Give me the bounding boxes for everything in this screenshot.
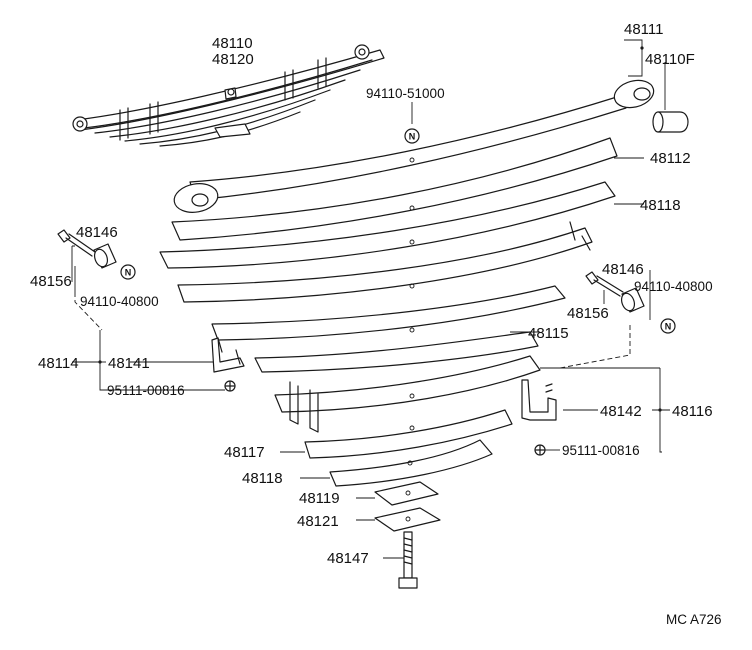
label-48111: 48111 [624, 21, 664, 38]
notice-mark-left: N [120, 264, 136, 280]
bushing-48146-right [620, 287, 645, 313]
bolt-48156-right [585, 271, 624, 297]
notice-mark-label: N [665, 322, 672, 332]
main-leaf [173, 79, 655, 213]
label-48146-left: 48146 [76, 224, 118, 241]
leaf-48118-upper [159, 181, 616, 269]
leaf-48117 [304, 409, 513, 459]
leaf-48112 [171, 137, 618, 241]
leaf-middle-2 [254, 331, 539, 373]
bushing-48146-left [93, 243, 117, 269]
label-48156-right: 48156 [567, 305, 609, 322]
shackle-48142 [521, 379, 557, 421]
notice-mark-top: N [404, 128, 420, 144]
plate-48121 [374, 507, 441, 532]
label-48112: 48112 [650, 150, 691, 167]
bolt-48156-left [57, 229, 96, 257]
label-48142: 48142 [600, 403, 642, 420]
label-48147: 48147 [327, 550, 369, 567]
notice-mark-label: N [409, 132, 416, 142]
leaf-48118-lower [329, 439, 493, 487]
label-48116: 48116 [672, 403, 713, 420]
label-94110-51000: 94110-51000 [366, 86, 445, 101]
label-48120: 48120 [212, 51, 254, 68]
leader-dot [640, 46, 644, 50]
label-95111-00816-right: 95111-00816 [562, 443, 640, 458]
bolt-95111-left [224, 380, 236, 392]
figure-code: MC A726 [666, 612, 722, 627]
label-48119: 48119 [299, 490, 340, 507]
label-94110-40800-left: 94110-40800 [80, 294, 159, 309]
bushing-48110F [652, 111, 689, 133]
leaf-lower-clip [274, 355, 541, 413]
label-48115: 48115 [528, 325, 569, 342]
label-48118-lower: 48118 [242, 470, 283, 487]
leaf-48115 [211, 285, 566, 341]
label-48110: 48110 [212, 35, 253, 52]
bolt-95111-right [534, 444, 546, 456]
center-bolt-48147 [398, 531, 418, 589]
notice-mark-right: N [660, 318, 676, 334]
leader-left-dashed [74, 292, 103, 331]
label-48146-right: 48146 [602, 261, 644, 278]
label-95111-00816-left: 95111-00816 [107, 383, 185, 398]
label-48156-left: 48156 [30, 273, 72, 290]
label-48141: 48141 [108, 355, 150, 372]
label-48117: 48117 [224, 444, 265, 461]
notice-mark-label: N [125, 268, 132, 278]
label-48118-upper: 48118 [640, 197, 681, 214]
spring-assembly-illustration [72, 44, 385, 147]
label-48110F: 48110F [645, 51, 695, 68]
label-94110-40800-right: 94110-40800 [634, 279, 713, 294]
label-48114: 48114 [38, 355, 79, 372]
plate-48119 [374, 481, 439, 506]
leader-right-dashed [540, 325, 631, 369]
shackle-48141 [211, 337, 245, 373]
leader-lines [71, 39, 666, 559]
label-48121: 48121 [297, 513, 339, 530]
leaf-middle-1 [177, 227, 593, 303]
part-labels: 48110 48120 48111 48110F 94110-51000 481… [30, 21, 722, 627]
